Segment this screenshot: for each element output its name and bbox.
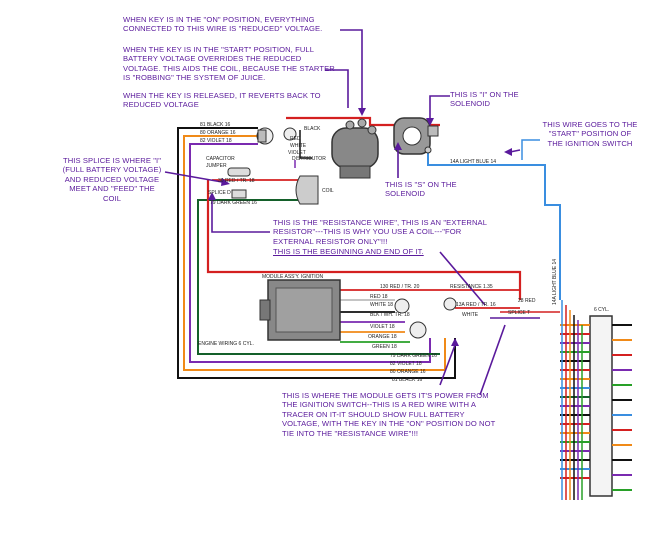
black-coil-wire: [299, 130, 312, 159]
dark-green-wire-79: [197, 199, 440, 355]
capacitor: [227, 167, 251, 199]
label-violet: VIOLET: [288, 150, 306, 156]
label-violet-82b: 82 VIOLET 18: [390, 361, 422, 367]
note-key-released: WHEN THE KEY IS RELEASED, IT REVERTS BAC…: [123, 91, 321, 110]
label-red-tr-13a: 13A RED / TR. 16: [456, 302, 496, 308]
label-green-18: GREEN 18: [372, 344, 397, 350]
label-violet-18: VIOLET 18: [370, 324, 395, 330]
six-cyl-connector: [560, 300, 632, 500]
label-dark-green: 79 DARK GREEN 16: [210, 200, 257, 206]
distributor: [331, 118, 379, 179]
label-red-tr-top: 30 RED / TR. 18: [218, 178, 255, 184]
black-wire-81: [177, 127, 456, 379]
label-black-81: 81 BLACK 16: [200, 122, 231, 128]
label-resistance: RESISTANCE 1.35: [450, 284, 493, 290]
label-distributor: DISTRIBUTOR: [292, 156, 326, 162]
note-beginning-end: THIS IS THE BEGINNING AND END OF IT.: [273, 247, 424, 256]
label-capacitor: CAPACITOR: [206, 156, 235, 162]
label-orange-80b: 80 ORANGE 16: [390, 369, 426, 375]
arrowhead-module: [451, 338, 459, 346]
note-splice: THIS SPLICE IS WHERE "I" (FULL BATTERY V…: [62, 156, 162, 203]
arrow-resistance-left: [211, 200, 270, 233]
arrowhead-s: [394, 142, 402, 150]
label-jumper: JUMPER: [206, 163, 227, 169]
label-black-81b: 81 BLACK 16: [392, 377, 423, 383]
note-key-start: WHEN THE KEY IS IN THE "START" POSITION,…: [123, 45, 335, 83]
label-dk-green-79: 79 DARK GREEN 16: [390, 353, 437, 359]
label-white-small: WHITE: [462, 312, 479, 318]
label-orange-18: ORANGE 18: [368, 334, 397, 340]
top-connector: [256, 127, 297, 145]
note-start-wire: THIS WIRE GOES TO THE "START" POSITION O…: [542, 120, 638, 148]
arrowhead-splice: [221, 178, 230, 186]
arrowhead-i: [426, 118, 434, 126]
arrow-module-bottom: [479, 324, 506, 396]
arrow-key-on: [340, 29, 363, 108]
label-module: MODULE ASS'Y. IGNITION: [262, 274, 324, 280]
label-orange-80: 80 ORANGE 16: [200, 130, 236, 136]
label-light-blue-vertical: 14A LIGHT BLUE 14: [552, 259, 558, 305]
note-i-solenoid: THIS IS "I" ON THE SOLENOID: [450, 90, 519, 109]
ignition-module: [259, 279, 341, 341]
arrow-resistance-right: [439, 251, 486, 306]
note-module-power: THIS IS WHERE THE MODULE GETS IT'S POWER…: [282, 391, 496, 438]
note-key-on: WHEN KEY IS IN THE "ON" POSITION, EVERYT…: [123, 15, 323, 34]
arrow-splice: [164, 171, 223, 183]
light-blue-arrow-link: [521, 139, 540, 160]
arrowhead-resistance: [208, 192, 216, 200]
label-splice-t: SPLICE T: [508, 310, 530, 316]
label-red-tr-20: 130 RED / TR. 20: [380, 284, 420, 290]
solenoid: [393, 117, 439, 155]
label-light-blue-14a: 14A LIGHT BLUE 14: [450, 159, 496, 165]
label-blk-wh: BLK / WH. TR. 18: [370, 312, 410, 318]
orange-wire-80: [183, 135, 446, 371]
arrowhead-key: [358, 108, 366, 116]
note-resistance-wire: THIS IS THE "RESISTANCE WIRE", THIS IS A…: [273, 218, 487, 246]
coil: [295, 175, 319, 205]
label-six-cyl: 6 CYL.: [594, 307, 609, 313]
arrow-module-left: [439, 344, 456, 386]
label-white-18: WHITE 18: [370, 302, 393, 308]
arrow-i-solenoid: [429, 95, 450, 118]
light-blue-start-wire: [427, 150, 561, 300]
label-black: BLACK: [304, 126, 321, 132]
label-red: RED: [290, 136, 301, 142]
red-splice-to-resistance: [206, 180, 522, 300]
label-splice-d: SPLICE D: [208, 190, 231, 196]
label-engine-wiring: ENGINE WIRING 6 CYL.: [198, 341, 254, 347]
arrowhead-start: [504, 148, 512, 156]
label-red-28: 28 RED: [518, 298, 536, 304]
label-coil: COIL: [322, 188, 334, 194]
module-plugs: [394, 297, 457, 339]
label-red-18: RED 18: [370, 294, 388, 300]
label-violet-82: 82 VIOLET 18: [200, 138, 232, 144]
arrow-key-start: [325, 69, 349, 108]
note-s-solenoid: THIS IS "S" ON THE SOLENOID: [385, 180, 457, 199]
label-white: WHITE: [290, 143, 307, 149]
